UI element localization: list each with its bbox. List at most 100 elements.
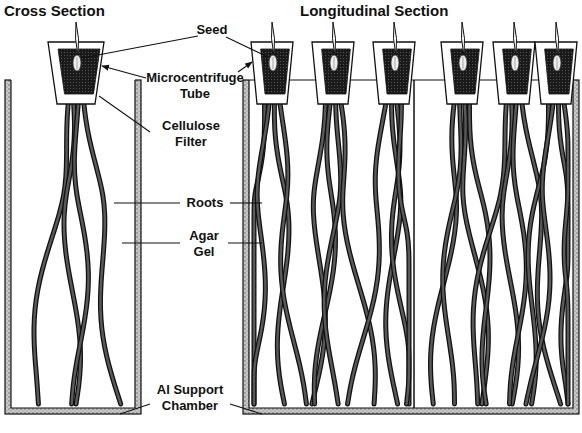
cellulose-filter	[383, 49, 412, 94]
cellulose-filter	[503, 49, 532, 94]
support-chamber	[243, 79, 579, 414]
cellulose-filter	[322, 49, 351, 94]
chamber-inner-edge	[249, 80, 573, 408]
seed-leader	[82, 36, 198, 58]
root-outline	[254, 100, 270, 404]
root-outline	[324, 100, 341, 404]
part-label: Cellulose Filter	[151, 118, 231, 149]
root-outline	[564, 100, 569, 404]
shoot	[555, 22, 558, 56]
seed-groove	[515, 57, 516, 69]
seedling-tube	[441, 22, 483, 104]
seed-groove	[557, 57, 558, 69]
agar-leader	[228, 242, 262, 243]
seedling-tube	[48, 22, 104, 104]
root-outline	[84, 100, 121, 404]
agar-gel	[11, 79, 135, 408]
agar-leader	[122, 242, 180, 243]
part-label: Agar Gel	[181, 228, 227, 259]
root	[324, 100, 341, 404]
root	[510, 100, 527, 404]
cellulose-filter	[451, 49, 480, 94]
seedling-tube	[312, 22, 354, 104]
chamber-leader	[230, 404, 262, 414]
shoot	[513, 22, 516, 56]
seed-leader	[226, 37, 268, 57]
root-outline	[280, 100, 307, 404]
agar-gel	[249, 79, 573, 408]
roots-leader	[114, 202, 180, 203]
root	[348, 100, 387, 404]
roots	[34, 100, 568, 404]
seed	[269, 55, 277, 71]
seed	[330, 55, 338, 71]
section-heading: Cross Section	[4, 2, 144, 20]
root-outline	[72, 100, 89, 404]
root	[559, 100, 569, 404]
cellulose-filter	[545, 49, 574, 94]
root	[522, 100, 561, 404]
shoot	[332, 22, 335, 56]
root-outline	[559, 100, 569, 404]
chamber-wall	[5, 80, 141, 414]
root-outline	[522, 100, 561, 404]
root-outline	[348, 100, 387, 404]
seed-groove	[334, 57, 335, 69]
part-label: Seed	[190, 22, 234, 38]
seedling-tube	[373, 22, 415, 104]
chamber-divider	[413, 80, 415, 408]
seed-groove	[273, 57, 274, 69]
section-heading: Longitudinal Section	[300, 2, 500, 20]
root	[391, 100, 409, 404]
part-label: Roots	[180, 195, 230, 211]
seed	[511, 55, 519, 71]
microcentrifuge-tube	[312, 42, 354, 104]
root	[398, 100, 409, 404]
seedling-tube	[251, 22, 293, 104]
root-outline	[443, 100, 461, 404]
seed-groove	[395, 57, 396, 69]
chamber-leader	[120, 404, 150, 414]
microcentrifuge-tube	[493, 42, 535, 104]
part-label: Al Support Chamber	[149, 382, 231, 413]
root	[280, 100, 307, 404]
root	[72, 100, 89, 404]
chamber-inner-edge	[11, 80, 135, 408]
filter-leader	[99, 96, 150, 132]
seedling-tube	[535, 22, 577, 104]
microcentrifuge-tube	[48, 42, 104, 104]
part-label: Microcentrifuge Tube	[145, 70, 245, 101]
root	[443, 100, 461, 404]
root-outline	[526, 100, 554, 404]
microcentrifuge-tube	[535, 42, 577, 104]
shoot	[461, 22, 464, 56]
seed	[391, 55, 399, 71]
root	[254, 100, 270, 404]
microcentrifuge-tube	[441, 42, 483, 104]
roots-leader	[230, 202, 262, 203]
root	[84, 100, 121, 404]
support-chamber	[5, 79, 141, 414]
shoot	[75, 22, 78, 56]
seed-groove	[77, 57, 78, 69]
microcentrifuge-tube	[373, 42, 415, 104]
root	[564, 100, 569, 404]
root	[473, 100, 506, 404]
root-outline	[391, 100, 409, 404]
root-outline	[473, 100, 506, 404]
tube-leader	[102, 66, 146, 78]
seed	[553, 55, 561, 71]
shoot	[393, 22, 396, 56]
seed	[73, 55, 81, 71]
root-outline	[398, 100, 409, 404]
shoot	[271, 22, 274, 56]
leader-lines	[82, 36, 268, 414]
seed-groove	[463, 57, 464, 69]
seedling-tube	[493, 22, 535, 104]
seed	[459, 55, 467, 71]
root-outline	[510, 100, 527, 404]
root	[526, 100, 554, 404]
